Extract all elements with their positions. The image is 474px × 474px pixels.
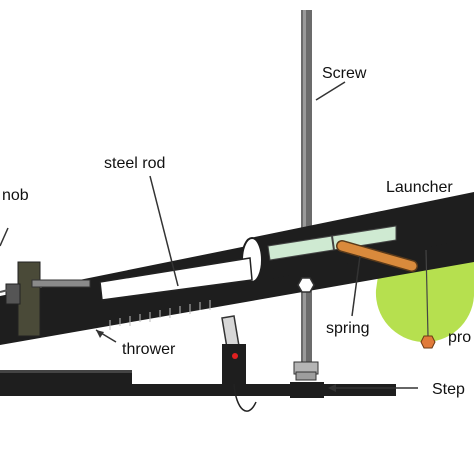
led-indicator (232, 353, 238, 359)
knob-assembly (0, 227, 91, 337)
label-knob: nob (2, 187, 29, 204)
spring-leader (351, 255, 361, 317)
screw-pole (301, 10, 312, 372)
label-thrower: thrower (122, 341, 176, 358)
label-launcher: Launcher (386, 179, 453, 196)
label-stepper: Step (432, 381, 465, 398)
hex-nut (297, 277, 315, 293)
label-screw: Screw (322, 65, 367, 82)
stepper-motor (290, 382, 324, 398)
steel-rod-leader (149, 175, 179, 287)
scale-ticks (109, 300, 211, 330)
sensor-cable (233, 383, 257, 412)
label-spring: spring (326, 320, 370, 337)
pendulum-bob (420, 335, 436, 349)
sensor-box (222, 344, 246, 384)
left-block (0, 370, 132, 386)
spring (336, 240, 418, 272)
screw-leader (315, 81, 346, 101)
label-steel-rod: steel rod (104, 155, 165, 172)
label-protractor: pro (448, 329, 471, 346)
